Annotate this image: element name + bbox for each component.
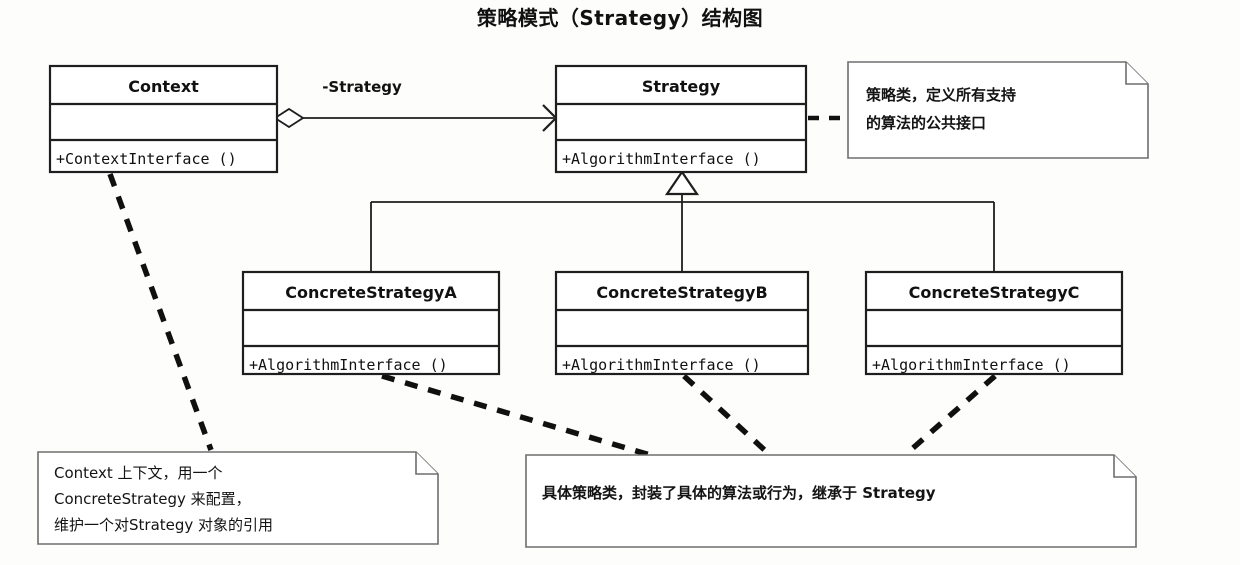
class-name-concrete-strategy-b: ConcreteStrategyB xyxy=(596,283,767,302)
note-concrete-strategy-note[interactable]: 具体策略类，封装了具体的算法或行为，继承于 Strategy xyxy=(525,454,1137,548)
inheritance-triangle-icon xyxy=(664,170,700,196)
class-box-layer: Context +ContextInterface () Strategy +Algo… xyxy=(48,64,1124,376)
class-box-outline-concrete-strategy-a xyxy=(241,270,501,376)
class-name-concrete-strategy-c: ConcreteStrategyC xyxy=(909,283,1080,302)
class-box-concrete-strategy-a[interactable]: ConcreteStrategyA +AlgorithmInterface () xyxy=(241,270,501,376)
note-outline-strategy-note xyxy=(847,61,1149,159)
inheritance-tree[interactable] xyxy=(370,170,995,272)
inheritance-layer xyxy=(370,170,995,272)
class-box-concrete-strategy-b[interactable]: ConcreteStrategyB +AlgorithmInterface () xyxy=(554,270,810,376)
link-csa-note xyxy=(381,373,651,458)
note-fold-corner-strategy-note xyxy=(1125,62,1148,85)
note-text-line-context-note-0: Context 上下文，用一个 xyxy=(54,464,223,482)
link-csc-note xyxy=(903,373,997,458)
class-name-concrete-strategy-a: ConcreteStrategyA xyxy=(285,283,457,302)
class-operation-strategy-0: +AlgorithmInterface () xyxy=(562,150,761,168)
class-name-context: Context xyxy=(128,77,199,96)
class-operation-concrete-strategy-b-0: +AlgorithmInterface () xyxy=(562,356,761,374)
note-fold-corner-context-note xyxy=(415,452,438,475)
note-text-line-concrete-strategy-note-0: 具体策略类，封装了具体的算法或行为，继承于 Strategy xyxy=(542,484,936,502)
class-box-context[interactable]: Context +ContextInterface () xyxy=(48,64,279,174)
aggregation-diamond-icon xyxy=(273,107,305,129)
note-fold-corner-concrete-strategy-note xyxy=(1113,455,1136,478)
class-name-strategy: Strategy xyxy=(642,77,721,96)
note-text-line-strategy-note-0: 策略类，定义所有支持 xyxy=(865,86,1016,104)
link-csb-note xyxy=(682,373,772,458)
class-box-outline-concrete-strategy-b xyxy=(554,270,810,376)
class-operation-context-0: +ContextInterface () xyxy=(56,150,237,168)
association-context-strategy[interactable]: -Strategy xyxy=(273,78,558,132)
note-text-line-context-note-2: 维护一个对Strategy 对象的引用 xyxy=(54,516,273,534)
note-connector-layer xyxy=(107,115,997,458)
note-context-note[interactable]: Context 上下文，用一个 ConcreteStrategy 来配置， 维护一个… xyxy=(37,451,439,545)
class-box-concrete-strategy-c[interactable]: ConcreteStrategyC +AlgorithmInterface () xyxy=(864,270,1124,376)
link-context-note xyxy=(107,173,214,451)
class-box-outline-context xyxy=(48,64,279,174)
class-operation-concrete-strategy-c-0: +AlgorithmInterface () xyxy=(872,356,1071,374)
association-layer: -Strategy xyxy=(273,78,558,132)
class-box-strategy[interactable]: Strategy +AlgorithmInterface () xyxy=(554,64,808,174)
class-box-outline-strategy xyxy=(554,64,808,174)
page-title: 策略模式（Strategy）结构图 xyxy=(476,6,764,30)
note-text-line-strategy-note-1: 的算法的公共接口 xyxy=(866,114,986,132)
class-box-outline-concrete-strategy-c xyxy=(864,270,1124,376)
note-outline-context-note xyxy=(37,451,439,545)
association-label: -Strategy xyxy=(322,78,402,96)
note-outline-concrete-strategy-note xyxy=(525,454,1137,548)
note-text-line-context-note-1: ConcreteStrategy 来配置， xyxy=(54,490,251,508)
class-operation-concrete-strategy-a-0: +AlgorithmInterface () xyxy=(249,356,448,374)
